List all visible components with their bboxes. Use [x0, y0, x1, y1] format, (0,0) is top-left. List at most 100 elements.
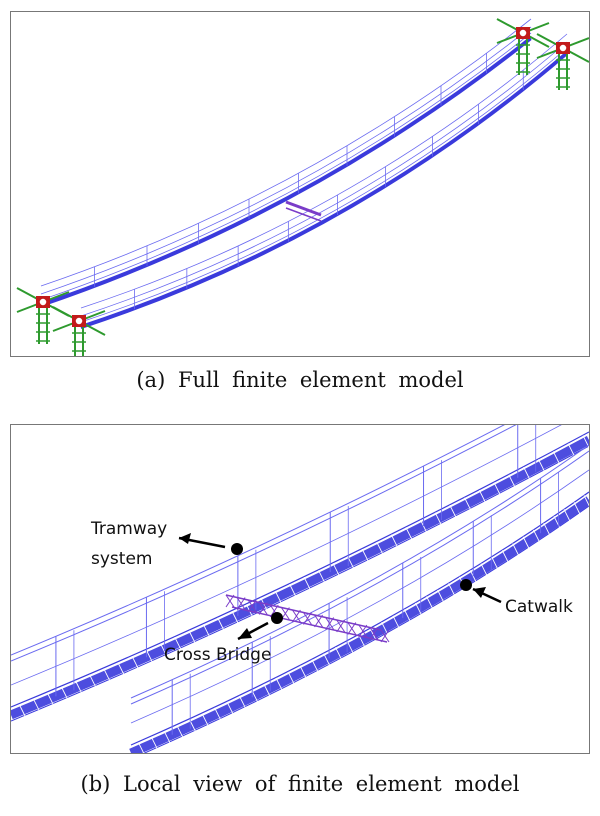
- deck-tick: [449, 505, 457, 518]
- tower-node: [518, 28, 528, 38]
- truss-chord: [225, 594, 382, 631]
- deck-edge: [11, 445, 589, 722]
- catwalk-line: [40, 36, 532, 306]
- truss-chord: [231, 606, 388, 643]
- deck-tick: [437, 589, 445, 603]
- deck-tick: [201, 713, 209, 726]
- cross-bridge-label: Cross Bridge: [164, 645, 271, 665]
- deck-tick: [188, 630, 196, 643]
- cross-bridge-line: [285, 200, 322, 217]
- deck-tick: [392, 615, 400, 629]
- caption-a: (a) Full finite element model: [136, 368, 464, 392]
- tramway-label-line1: Tramway: [90, 519, 167, 539]
- handrail-line: [11, 425, 562, 686]
- deck-tick: [89, 674, 96, 687]
- tramway-line: [130, 450, 589, 705]
- caption-b: (b) Local view of finite element model: [80, 772, 520, 796]
- deck-tick: [358, 634, 366, 648]
- deck-tick: [464, 497, 471, 510]
- deck-tick: [145, 649, 153, 663]
- catwalk-line: [40, 38, 532, 308]
- tramway-line: [130, 444, 589, 699]
- catwalk-line: [40, 32, 532, 301]
- catwalk-line: [40, 18, 532, 287]
- deck-tick: [381, 621, 389, 635]
- deck-tick: [478, 489, 486, 503]
- deck-tick: [231, 610, 239, 624]
- deck-tick: [263, 683, 271, 697]
- deck-tick: [238, 695, 246, 709]
- deck-tick: [75, 680, 82, 693]
- deck-tick: [202, 624, 210, 637]
- catwalk-line: [80, 33, 568, 309]
- tower: [536, 33, 589, 90]
- deck-tick: [176, 725, 184, 738]
- deck-tick: [501, 550, 509, 563]
- deck-band: [11, 436, 589, 720]
- deck-tick: [522, 536, 530, 549]
- deck-tick: [390, 534, 398, 547]
- deck-tick: [543, 522, 551, 536]
- deck-tick: [523, 466, 531, 480]
- deck-tick: [332, 563, 340, 576]
- full-model-panel: [10, 11, 590, 357]
- deck-tick: [117, 662, 125, 675]
- deck-tick: [491, 556, 499, 570]
- deck-tick: [426, 596, 433, 609]
- deck-tick: [318, 570, 325, 583]
- deck-tick: [150, 736, 158, 749]
- deck-tick: [508, 474, 516, 488]
- catwalk-marker: [460, 579, 472, 591]
- catwalk-line: [80, 51, 568, 328]
- local-view-drawing: Tramway system Cross Bridge Catwalk: [11, 425, 589, 753]
- annotations: Tramway system Cross Bridge Catwalk: [90, 519, 573, 665]
- tower-node: [558, 43, 568, 53]
- deck-tick: [131, 656, 139, 669]
- deck-tick: [538, 459, 545, 472]
- cross-bridge-arrowhead: [238, 628, 252, 639]
- deck-tick: [335, 647, 342, 660]
- deck-edge: [130, 491, 589, 746]
- catwalk-arrowhead: [473, 587, 486, 598]
- deck-tick: [533, 529, 540, 543]
- deck-tick: [493, 482, 501, 495]
- deck-tick: [573, 502, 581, 515]
- deck-band: [129, 496, 589, 753]
- deck-tick: [563, 509, 571, 522]
- deck-tick: [376, 541, 384, 555]
- deck-tick: [346, 640, 354, 654]
- tower-node: [38, 297, 48, 307]
- deck-tick: [434, 512, 442, 525]
- deck-tick: [217, 617, 225, 630]
- tower: [496, 18, 550, 75]
- deck-tick: [480, 563, 488, 576]
- deck-tick: [163, 730, 171, 744]
- tower: [52, 306, 106, 356]
- handrail-line: [130, 469, 589, 724]
- cross-bridge-marker: [271, 612, 283, 624]
- deck-tick: [60, 686, 68, 699]
- deck-tick: [303, 577, 311, 590]
- catwalk-cables: [40, 18, 568, 330]
- deck-tick: [287, 671, 295, 685]
- full-model-drawing: [16, 18, 589, 356]
- deck-tick: [448, 583, 455, 596]
- tramway-line: [11, 425, 517, 662]
- deck-tick: [403, 609, 411, 622]
- catwalk-line: [80, 47, 568, 323]
- deck-tick: [361, 548, 369, 562]
- deck-tick: [552, 451, 560, 464]
- truss-member: [380, 629, 390, 643]
- tramway-arrowhead: [179, 533, 191, 544]
- deck-tick: [289, 583, 297, 597]
- deck-tick: [103, 668, 111, 681]
- cross-bridge-member: [285, 200, 322, 222]
- catwalk-line: [40, 26, 532, 295]
- deck-tick: [18, 704, 26, 717]
- tramway-marker: [231, 543, 243, 555]
- tower-supports: [16, 18, 589, 356]
- catwalk-label: Catwalk: [505, 597, 573, 617]
- deck-tick: [405, 527, 413, 540]
- tower: [16, 287, 70, 344]
- deck-tick: [214, 707, 222, 721]
